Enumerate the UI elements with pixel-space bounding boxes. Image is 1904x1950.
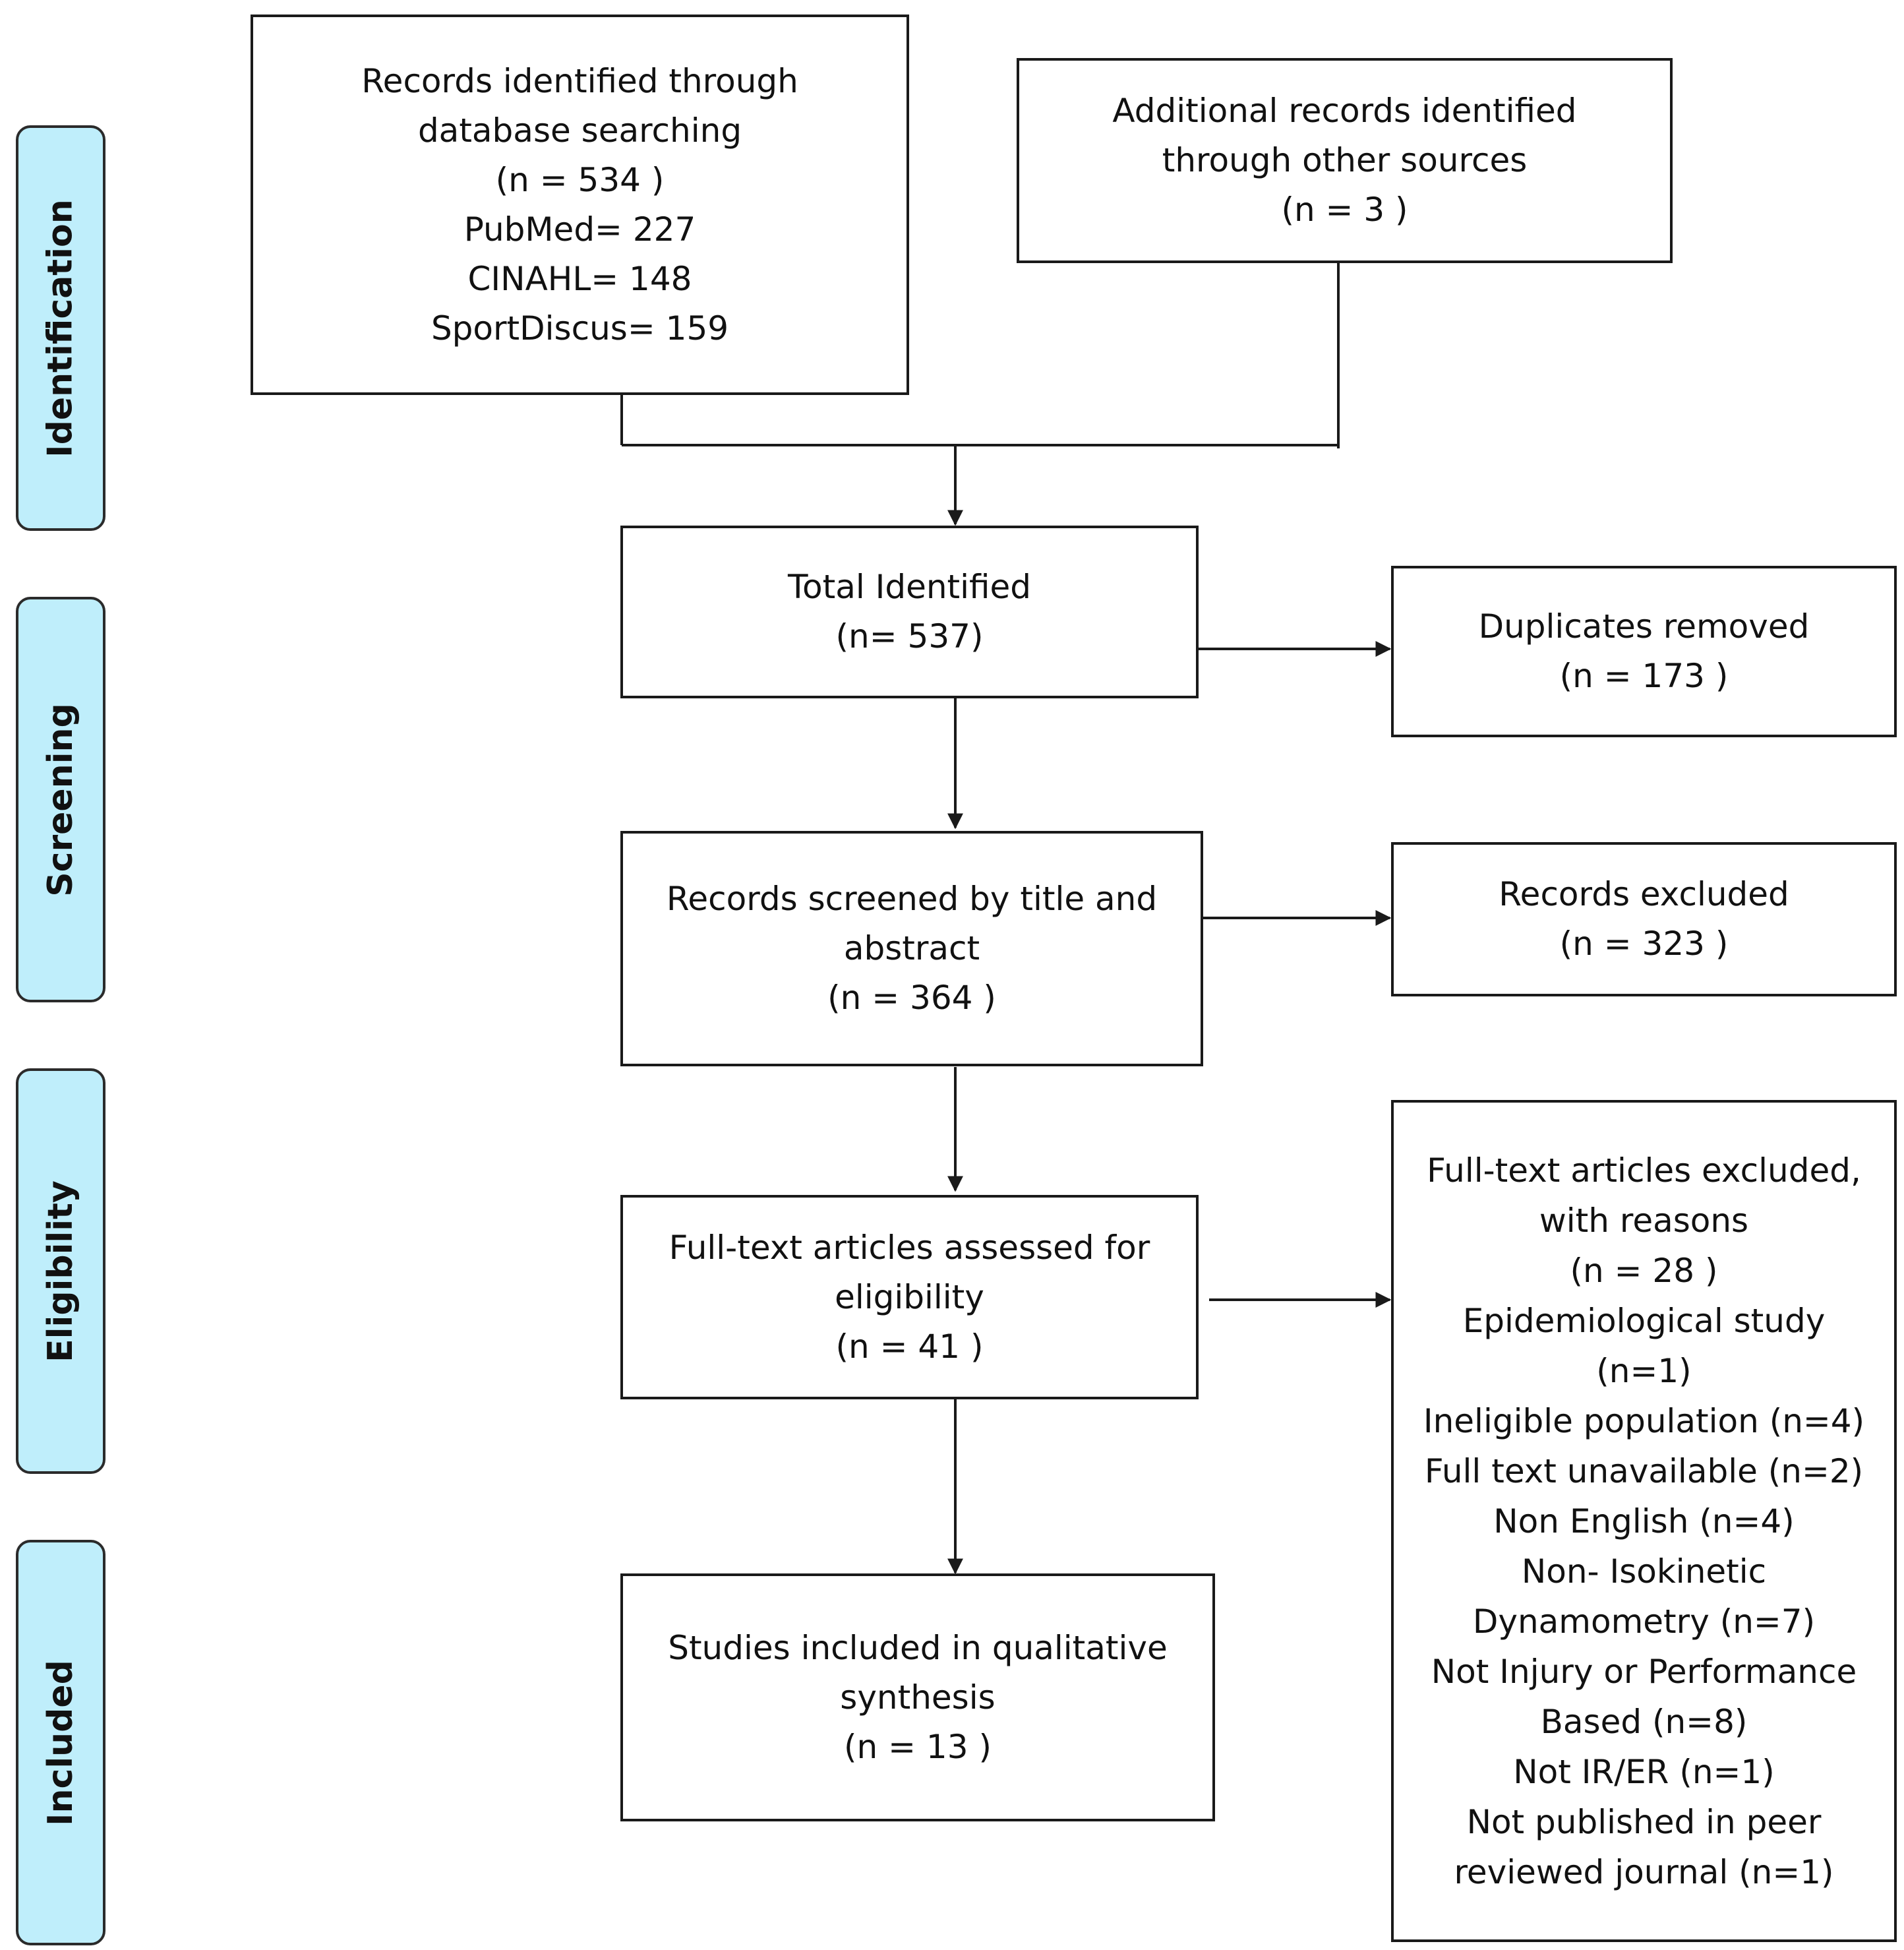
phase-identification: Identification	[16, 125, 105, 531]
box-total-identified: Total Identified(n= 537)	[620, 526, 1199, 698]
phase-eligibility: Eligibility	[16, 1068, 105, 1474]
phase-included: Included	[16, 1540, 105, 1945]
phase-screening: Screening	[16, 597, 105, 1002]
box-duplicates-removed: Duplicates removed(n = 173 )	[1391, 566, 1897, 737]
box-fulltext-excluded: Full-text articles excluded,with reasons…	[1391, 1100, 1897, 1942]
box-records-excluded: Records excluded(n = 323 )	[1391, 842, 1897, 996]
